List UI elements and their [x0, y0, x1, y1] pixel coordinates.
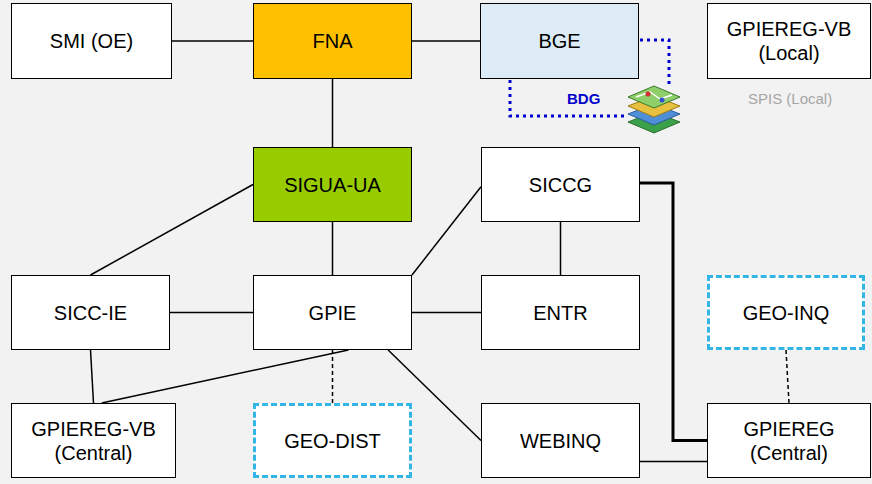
connector-line: [172, 41, 253, 42]
connector-line: [786, 350, 789, 403]
connector-line: [332, 222, 333, 275]
system-box: SICC-IE: [11, 275, 170, 350]
node-label: GPIE: [303, 301, 363, 325]
connector-line: [91, 350, 94, 403]
node-label: ENTR: [527, 301, 593, 325]
connector-line: [412, 312, 481, 313]
node-label: GPIEREG-VB (Central): [12, 417, 175, 465]
system-box: SMI (OE): [11, 3, 172, 79]
system-box: BGE: [480, 3, 639, 79]
dotted-link: [640, 40, 669, 84]
link-label: BDG: [567, 90, 600, 107]
system-box: GPIEREG (Central): [707, 403, 871, 478]
node-label: FNA: [307, 29, 359, 53]
system-box: GPIEREG-VB (Local): [707, 3, 871, 79]
node-label: SICCG: [523, 173, 598, 197]
connector-line: [640, 183, 707, 441]
module-box: GEO-DIST: [253, 403, 412, 478]
note-label: SPIS (Local): [748, 90, 832, 107]
connector-line: [560, 222, 561, 275]
system-box: GPIEREG-VB (Central): [11, 403, 176, 478]
node-label: SICC-IE: [48, 301, 133, 325]
node-label: GPIEREG (Central): [708, 417, 870, 465]
node-label: GPIEREG-VB (Local): [708, 17, 870, 65]
connector-line: [102, 350, 349, 403]
node-label: GEO-INQ: [737, 301, 836, 325]
node-label: BGE: [532, 29, 586, 53]
connector-line: [412, 41, 480, 42]
node-label: SIGUA-UA: [278, 173, 387, 197]
connector-line: [170, 312, 253, 313]
connector-line: [412, 187, 481, 275]
system-box: GPIE: [253, 275, 412, 350]
connector-line: [91, 185, 254, 276]
core-box: FNA: [253, 3, 412, 79]
connector-line: [332, 79, 333, 147]
system-box: SICCG: [481, 147, 640, 222]
dotted-link: [510, 80, 628, 116]
node-label: WEBINQ: [514, 429, 607, 453]
module-box: GEO-INQ: [707, 275, 865, 350]
core-box: SIGUA-UA: [253, 147, 412, 222]
node-label: SMI (OE): [44, 29, 139, 53]
map-layers-icon: [628, 86, 680, 133]
system-box: WEBINQ: [481, 403, 640, 478]
node-label: GEO-DIST: [278, 429, 387, 453]
system-box: ENTR: [481, 275, 640, 350]
connector-line: [640, 461, 707, 462]
connector-line: [332, 350, 333, 403]
